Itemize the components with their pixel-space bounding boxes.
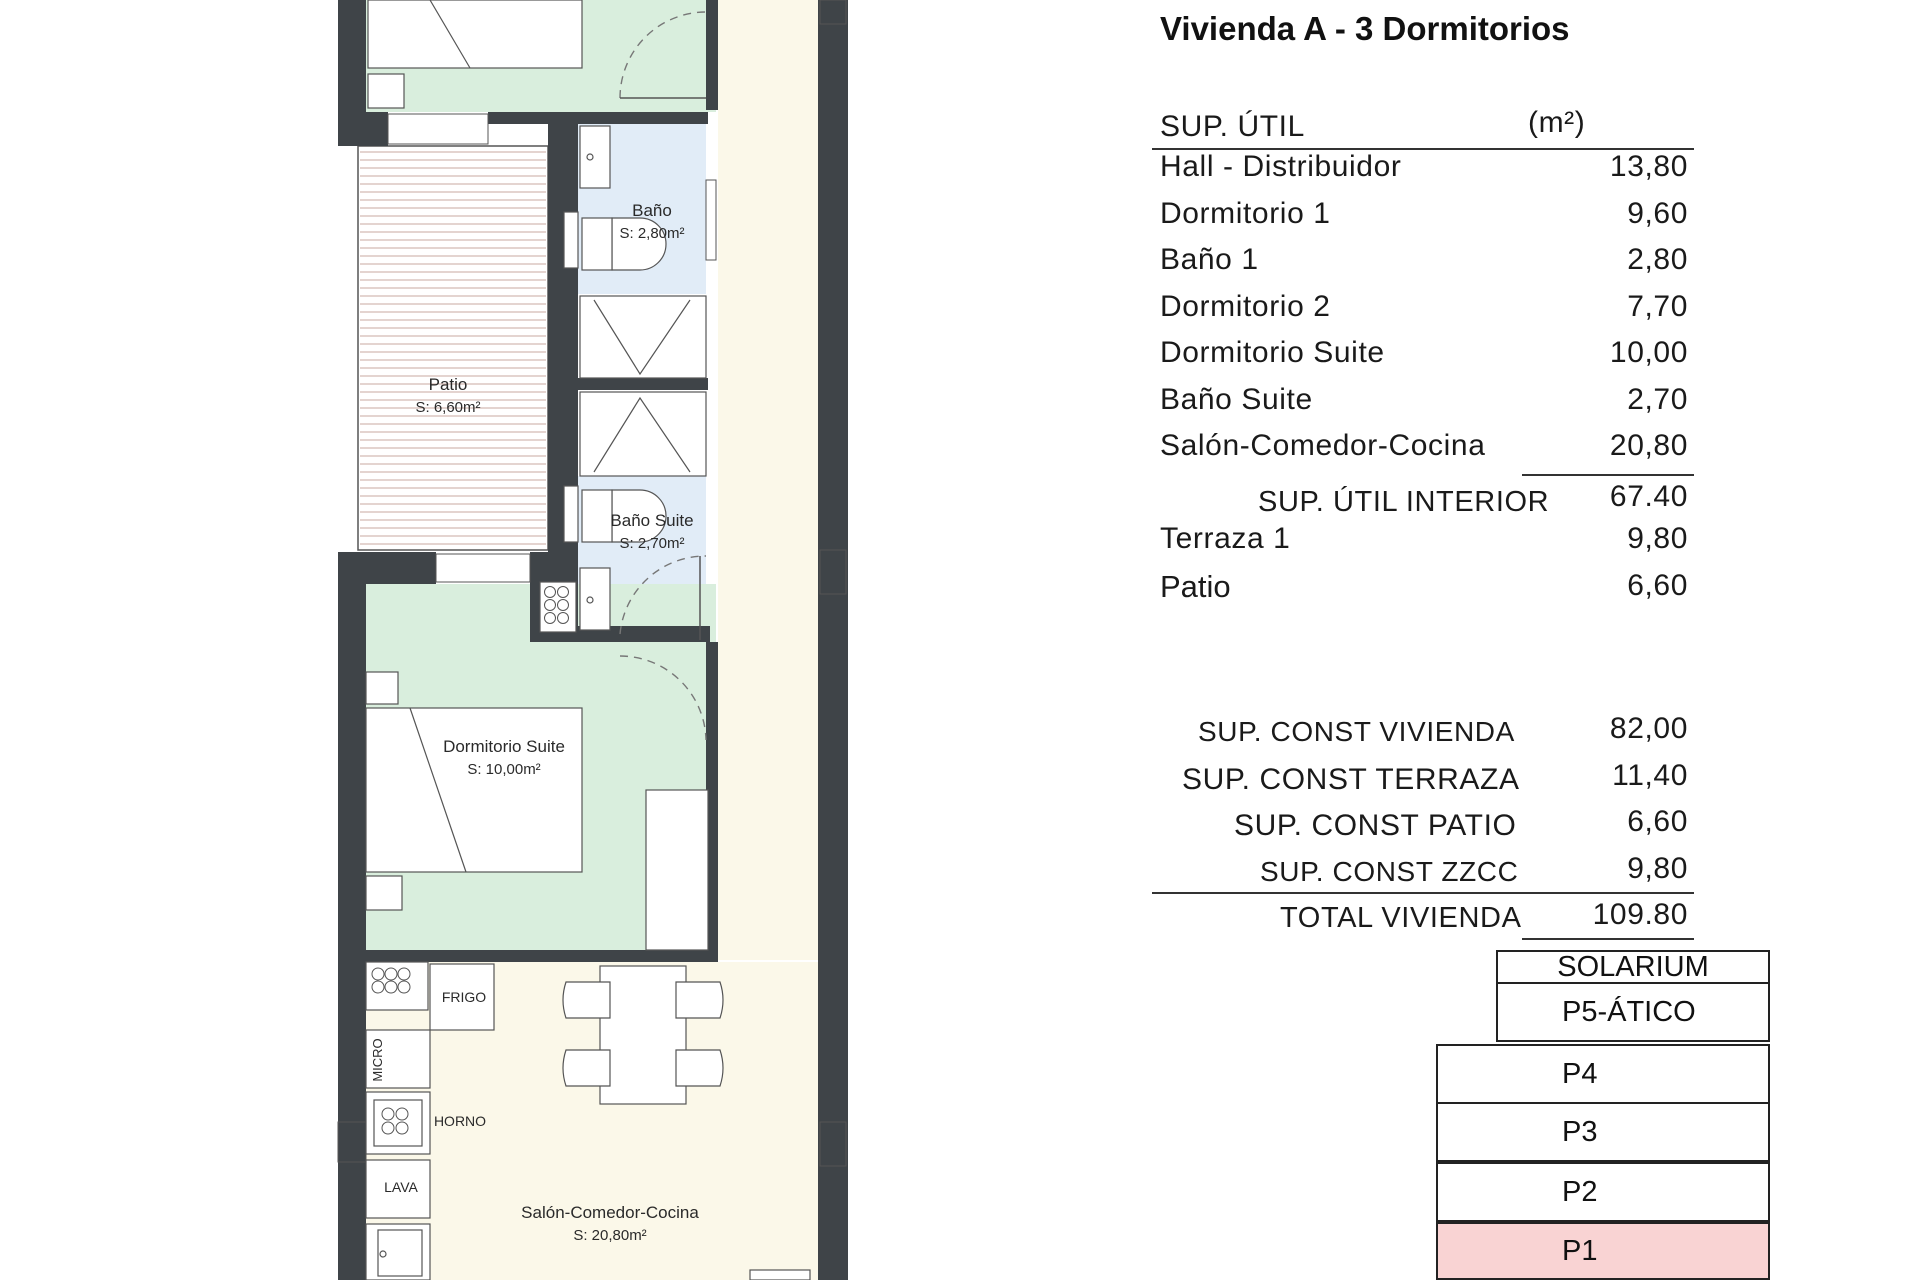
floor-p1: P1 bbox=[1436, 1222, 1770, 1280]
const-label: SUP. CONST PATIO bbox=[1234, 809, 1517, 842]
windows bbox=[337, 0, 847, 1167]
floor-p5-tico: P5-ÁTICO bbox=[1496, 982, 1770, 1042]
room-value: 13,80 bbox=[1609, 150, 1688, 183]
subtotal-divider bbox=[1522, 474, 1694, 476]
const-label: SUP. CONST VIVIENDA bbox=[1198, 716, 1515, 747]
const-label: SUP. CONST ZZCC bbox=[1260, 855, 1519, 887]
const-value: 82,00 bbox=[1609, 712, 1688, 745]
plan-label-horno: HORNO bbox=[434, 1113, 486, 1129]
plan-area-dorm-suite: S: 10,00m² bbox=[467, 761, 540, 778]
plan-label-bano: Baño bbox=[632, 201, 672, 220]
room-label: Dormitorio 2 bbox=[1160, 289, 1331, 323]
bano-suite-fixtures bbox=[539, 391, 707, 633]
floor-label: P5-ÁTICO bbox=[1562, 995, 1696, 1028]
floor-label: P3 bbox=[1562, 1115, 1598, 1148]
bano-door bbox=[705, 179, 717, 261]
room-value: 10,00 bbox=[1609, 336, 1688, 369]
door-suite-swing bbox=[619, 555, 707, 635]
floor-label: P2 bbox=[1562, 1175, 1598, 1208]
walls bbox=[338, 0, 848, 1280]
room-label: Salón-Comedor-Cocina bbox=[1160, 429, 1486, 462]
bano-fixtures bbox=[563, 125, 707, 379]
const-value: 6,60 bbox=[1627, 805, 1688, 838]
plan-area-bano: S: 2,80m² bbox=[619, 225, 684, 242]
floor-plan: Baño S: 2,80m² Patio S: 6,60m² Baño Suit… bbox=[337, 0, 848, 1280]
plan-label-patio: Patio bbox=[429, 375, 468, 394]
floor-label: P4 bbox=[1562, 1057, 1598, 1090]
plan-label-salon: Salón-Comedor-Cocina bbox=[521, 1203, 699, 1222]
floor-p4: P4 bbox=[1436, 1044, 1770, 1104]
room-value: 2,70 bbox=[1627, 382, 1688, 416]
floor-p2: P2 bbox=[1436, 1162, 1770, 1222]
plan-label-lava: LAVA bbox=[384, 1179, 418, 1195]
plan-area-patio: S: 6,60m² bbox=[415, 399, 480, 416]
plan-label-dorm-suite: Dormitorio Suite bbox=[443, 737, 565, 756]
patio-decking bbox=[360, 151, 546, 545]
extra-value: 9,80 bbox=[1627, 522, 1688, 555]
extra-label: Terraza 1 bbox=[1160, 522, 1291, 555]
room-label: Baño 1 bbox=[1160, 243, 1259, 276]
floor-label: P1 bbox=[1562, 1234, 1598, 1267]
plan-label-frigo: FRIGO bbox=[442, 989, 486, 1005]
plan-area-bano-suite: S: 2,70m² bbox=[619, 535, 684, 552]
header-divider bbox=[1152, 148, 1694, 150]
room-label: Dormitorio Suite bbox=[1160, 336, 1385, 369]
extra-label: Patio bbox=[1160, 568, 1231, 604]
interior-value: 67.40 bbox=[1609, 480, 1688, 513]
room-value: 7,70 bbox=[1627, 289, 1688, 323]
oven-burners bbox=[381, 1107, 409, 1135]
dorm-suite-furniture bbox=[365, 671, 709, 951]
fridge-burners bbox=[371, 967, 411, 994]
total-value: 109.80 bbox=[1592, 898, 1688, 931]
table-header-label: SUP. ÚTIL bbox=[1160, 110, 1305, 143]
plan-label-bano-suite: Baño Suite bbox=[610, 511, 693, 530]
interior-label: SUP. ÚTIL INTERIOR bbox=[1258, 486, 1550, 518]
suite-cabinet-burners bbox=[544, 586, 569, 624]
room-label: Dormitorio 1 bbox=[1160, 196, 1331, 230]
room-value: 2,80 bbox=[1627, 243, 1688, 276]
const-label: SUP. CONST TERRAZA bbox=[1182, 762, 1520, 796]
door-top-swing bbox=[619, 11, 707, 99]
floor-p3: P3 bbox=[1436, 1102, 1770, 1162]
dining-table bbox=[562, 965, 811, 1280]
const-value: 11,40 bbox=[1612, 758, 1688, 792]
bed-top bbox=[367, 0, 583, 109]
door-dorm-suite-swing bbox=[619, 655, 707, 741]
floor-solarium: SOLARIUM bbox=[1496, 950, 1770, 984]
unit-title: Vivienda A - 3 Dormitorios bbox=[1160, 10, 1570, 47]
plan-label-micro: MICRO bbox=[370, 1038, 385, 1081]
patio-area bbox=[358, 146, 548, 550]
plan-area-salon: S: 20,80m² bbox=[573, 1227, 646, 1244]
table-header-unit: (m²) bbox=[1528, 106, 1586, 139]
room-label: Baño Suite bbox=[1160, 382, 1313, 416]
total-label: TOTAL VIVIENDA bbox=[1280, 902, 1522, 934]
total-underline bbox=[1522, 938, 1694, 940]
floor-label: SOLARIUM bbox=[1557, 950, 1709, 983]
room-label: Hall - Distribuidor bbox=[1160, 150, 1402, 183]
room-value: 20,80 bbox=[1609, 429, 1688, 462]
total-divider bbox=[1152, 892, 1694, 894]
const-value: 9,80 bbox=[1627, 851, 1688, 885]
hall-distribuidor-area bbox=[718, 0, 818, 960]
room-value: 9,60 bbox=[1627, 196, 1688, 230]
extra-value: 6,60 bbox=[1627, 568, 1688, 602]
